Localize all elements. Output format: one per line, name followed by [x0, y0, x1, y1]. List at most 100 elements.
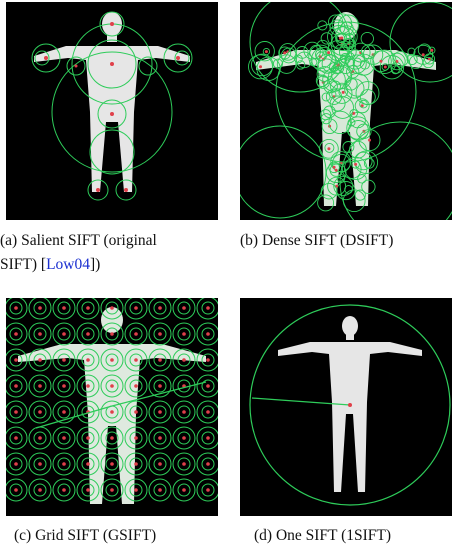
grid-keypoint-center — [182, 488, 186, 492]
grid-keypoint-center — [206, 488, 210, 492]
grid-keypoint-center — [134, 436, 138, 440]
dense-keypoint-center — [380, 60, 383, 63]
grid-keypoint-center — [14, 332, 18, 336]
keypoint-center — [348, 403, 352, 407]
grid-keypoint-center — [182, 436, 186, 440]
grid-keypoint-center — [62, 410, 66, 414]
grid-keypoint-center — [110, 332, 114, 336]
caption-a-suffix: ]) — [90, 256, 100, 273]
grid-keypoint-center — [110, 306, 114, 310]
grid-keypoint-center — [14, 488, 18, 492]
grid-keypoint-center — [134, 332, 138, 336]
dense-keypoint-center — [283, 51, 286, 54]
grid-keypoint-center — [62, 332, 66, 336]
dense-keypoint-center — [259, 65, 262, 68]
dense-keypoint-center — [339, 37, 342, 40]
grid-keypoint-center — [14, 436, 18, 440]
grid-keypoint-center — [134, 306, 138, 310]
grid-keypoint-center — [86, 462, 90, 466]
grid-keypoint-center — [134, 462, 138, 466]
human-silhouette-icon — [34, 12, 190, 192]
grid-keypoint-center — [158, 410, 162, 414]
grid-keypoint-center — [86, 436, 90, 440]
dense-keypoint-center — [327, 51, 330, 54]
grid-keypoint-center — [158, 488, 162, 492]
grid-keypoint-center — [206, 332, 210, 336]
grid-keypoint-center — [134, 488, 138, 492]
grid-keypoint-center — [182, 358, 186, 362]
dense-keypoint-center — [384, 66, 387, 69]
panel-dense-sift — [240, 2, 452, 220]
grid-keypoint-center — [62, 462, 66, 466]
caption-a-prefix: SIFT) [ — [0, 256, 46, 273]
grid-keypoint-center — [158, 384, 162, 388]
grid-keypoint-center — [182, 306, 186, 310]
salient-sift-image — [6, 2, 218, 220]
grid-keypoint-center — [182, 462, 186, 466]
grid-keypoint-center — [158, 332, 162, 336]
grid-keypoint-center — [110, 410, 114, 414]
grid-keypoint-center — [38, 462, 42, 466]
dense-keypoint-center — [354, 163, 357, 166]
grid-keypoint-center — [134, 410, 138, 414]
one-sift-image — [240, 298, 452, 516]
panel-grid-sift — [6, 298, 218, 516]
grid-keypoint-center — [38, 436, 42, 440]
grid-keypoint-center — [86, 306, 90, 310]
grid-keypoint-center — [38, 358, 42, 362]
grid-keypoint-center — [206, 358, 210, 362]
grid-keypoint-center — [38, 488, 42, 492]
grid-keypoint-center — [38, 306, 42, 310]
dense-keypoint-center — [422, 53, 425, 56]
dense-keypoint-center — [327, 147, 330, 150]
grid-keypoint-center — [158, 436, 162, 440]
grid-keypoint-center — [110, 358, 114, 362]
grid-keypoint-center — [14, 410, 18, 414]
grid-keypoint-center — [158, 306, 162, 310]
dense-keypoint-center — [430, 49, 433, 52]
grid-keypoint-center — [110, 488, 114, 492]
citation-link[interactable]: Low04 — [46, 256, 90, 273]
grid-keypoint-center — [38, 332, 42, 336]
caption-d: (d) One SIFT (1SIFT) — [254, 525, 391, 547]
grid-keypoint-center — [206, 436, 210, 440]
dense-keypoint-center — [333, 166, 336, 169]
grid-keypoint-center — [134, 358, 138, 362]
panel-salient-sift — [6, 2, 218, 220]
grid-keypoint-center — [86, 488, 90, 492]
grid-keypoint-center — [62, 488, 66, 492]
caption-a-line2: SIFT) [Low04]) — [0, 254, 100, 276]
grid-keypoint-center — [62, 436, 66, 440]
dense-keypoint-center — [265, 50, 268, 53]
grid-keypoint-center — [14, 358, 18, 362]
dense-keypoint-center — [335, 169, 338, 172]
grid-keypoint-center — [14, 462, 18, 466]
grid-keypoint-center — [110, 436, 114, 440]
grid-keypoint-center — [38, 384, 42, 388]
grid-keypoint-center — [110, 462, 114, 466]
dense-keypoint-circle — [361, 32, 373, 44]
grid-keypoint-center — [182, 332, 186, 336]
grid-keypoint-center — [206, 410, 210, 414]
dense-sift-image — [240, 2, 452, 220]
grid-keypoint-center — [134, 384, 138, 388]
grid-keypoint-center — [62, 306, 66, 310]
grid-keypoint-center — [86, 358, 90, 362]
grid-keypoint-center — [110, 384, 114, 388]
grid-keypoint-center — [62, 384, 66, 388]
caption-b: (b) Dense SIFT (DSIFT) — [240, 230, 393, 252]
panel-one-sift — [240, 298, 452, 516]
caption-c: (c) Grid SIFT (GSIFT) — [14, 525, 156, 547]
grid-keypoint-center — [38, 410, 42, 414]
grid-keypoint-center — [14, 384, 18, 388]
grid-keypoint-center — [158, 358, 162, 362]
grid-keypoint-center — [158, 462, 162, 466]
grid-keypoint-center — [206, 462, 210, 466]
grid-keypoint-center — [86, 384, 90, 388]
dense-keypoint-center — [368, 139, 371, 142]
grid-sift-image — [6, 298, 218, 516]
grid-keypoint-center — [86, 332, 90, 336]
grid-keypoint-center — [62, 358, 66, 362]
caption-a-line1: (a) Salient SIFT (original — [0, 230, 157, 252]
dense-keypoint-center — [342, 91, 345, 94]
